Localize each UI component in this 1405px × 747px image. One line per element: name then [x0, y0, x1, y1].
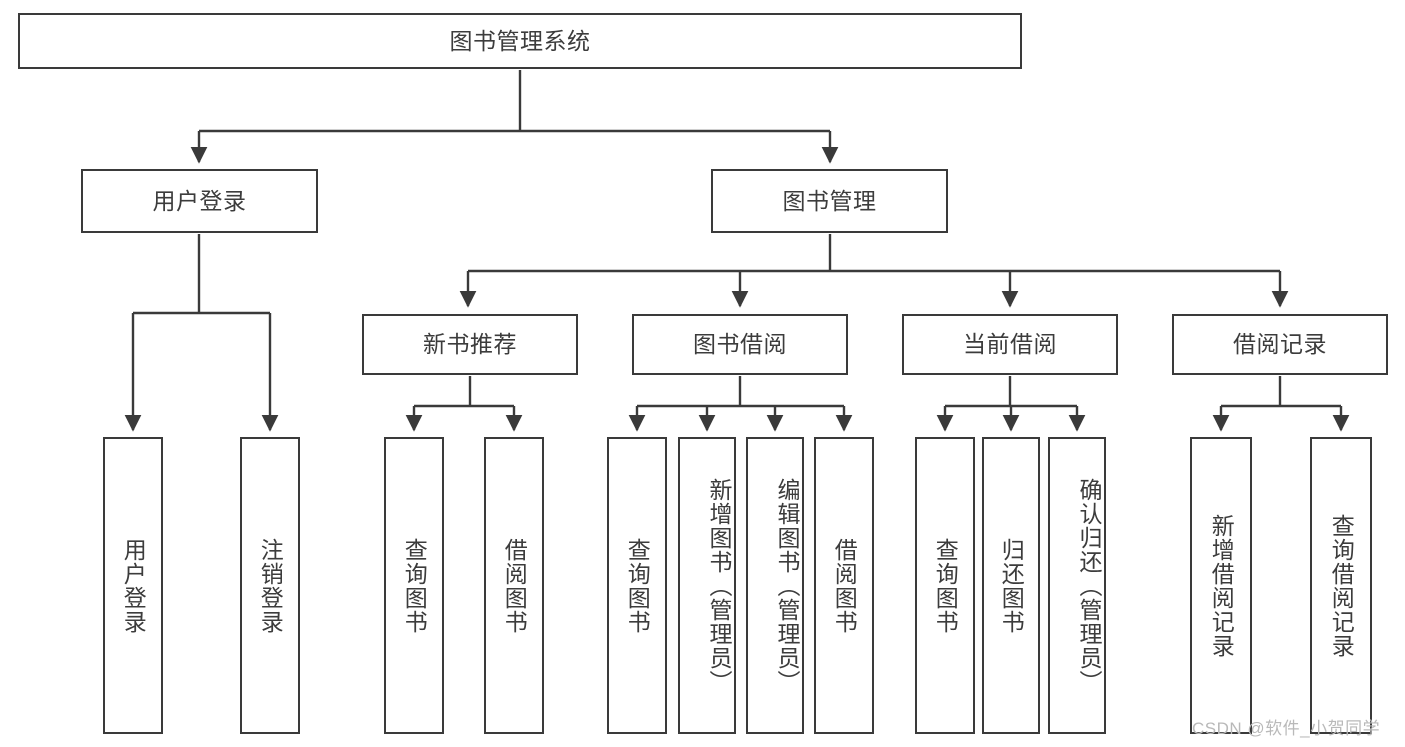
- node-root-book-management-system[interactable]: 图书管理系统: [18, 13, 1022, 69]
- node-user-login[interactable]: 用户登录: [81, 169, 318, 233]
- node-leaf-current-borrow-query[interactable]: 查询图书: [915, 437, 975, 734]
- node-label: 确认归还（管理员）: [1076, 478, 1102, 694]
- node-leaf-book-borrow-query[interactable]: 查询图书: [607, 437, 667, 734]
- node-leaf-current-borrow-confirm[interactable]: 确认归还（管理员）: [1048, 437, 1106, 734]
- node-label: 编辑图书（管理员）: [774, 478, 800, 694]
- node-book-borrow[interactable]: 图书借阅: [632, 314, 848, 375]
- node-label: 图书管理系统: [449, 27, 591, 54]
- node-label: 图书管理: [782, 187, 877, 214]
- node-leaf-book-borrow-add[interactable]: 新增图书（管理员）: [678, 437, 736, 734]
- node-leaf-user-login-signin[interactable]: 用户登录: [103, 437, 163, 734]
- node-new-book-recommend[interactable]: 新书推荐: [362, 314, 578, 375]
- node-label: 借阅记录: [1233, 331, 1327, 358]
- node-label: 查询图书: [624, 537, 651, 634]
- node-label: 查询借阅记录: [1328, 513, 1355, 658]
- node-label: 新书推荐: [423, 331, 517, 358]
- node-label: 用户登录: [152, 187, 247, 214]
- node-leaf-borrow-record-query[interactable]: 查询借阅记录: [1310, 437, 1372, 734]
- node-leaf-current-borrow-return[interactable]: 归还图书: [982, 437, 1040, 734]
- node-label: 新增图书（管理员）: [706, 478, 732, 694]
- node-book-management[interactable]: 图书管理: [711, 169, 948, 233]
- node-leaf-book-borrow-lend[interactable]: 借阅图书: [814, 437, 874, 734]
- node-label: 注销登录: [257, 537, 284, 634]
- node-current-borrow[interactable]: 当前借阅: [902, 314, 1118, 375]
- node-label: 用户登录: [120, 537, 147, 634]
- node-label: 新增借阅记录: [1208, 513, 1235, 658]
- node-label: 图书借阅: [693, 331, 787, 358]
- node-label: 借阅图书: [831, 537, 858, 634]
- node-leaf-user-login-signout[interactable]: 注销登录: [240, 437, 300, 734]
- node-leaf-new-book-query[interactable]: 查询图书: [384, 437, 444, 734]
- watermark-text: CSDN @软件_小贺同学: [1192, 719, 1381, 738]
- node-label: 当前借阅: [963, 331, 1057, 358]
- node-label: 借阅图书: [501, 537, 528, 634]
- node-leaf-borrow-record-add[interactable]: 新增借阅记录: [1190, 437, 1252, 734]
- node-leaf-book-borrow-edit[interactable]: 编辑图书（管理员）: [746, 437, 804, 734]
- node-leaf-new-book-borrow[interactable]: 借阅图书: [484, 437, 544, 734]
- node-label: 归还图书: [998, 537, 1025, 634]
- node-label: 查询图书: [401, 537, 428, 634]
- node-label: 查询图书: [932, 537, 959, 634]
- node-borrow-record[interactable]: 借阅记录: [1172, 314, 1388, 375]
